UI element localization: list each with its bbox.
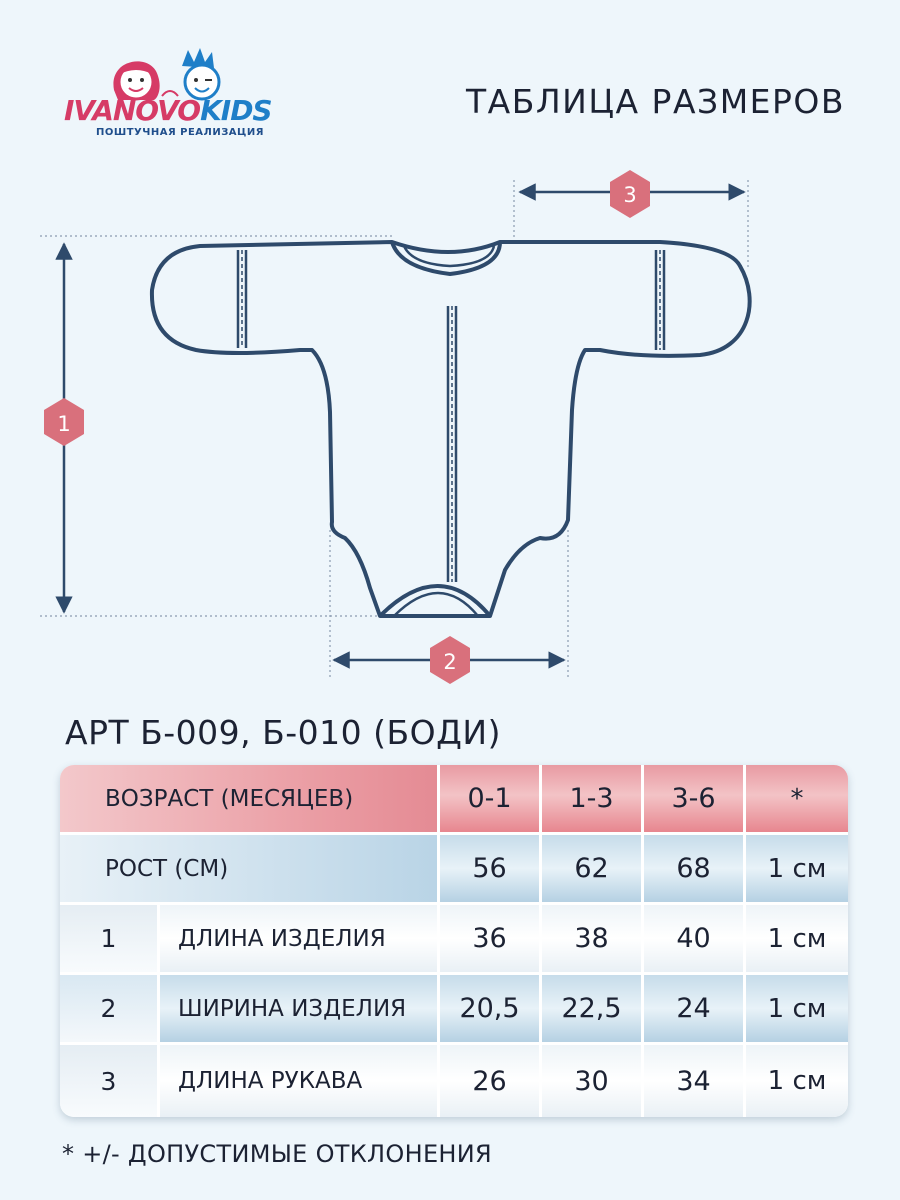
row-2-tolerance: 1 см xyxy=(746,975,848,1045)
girl-face-icon xyxy=(113,61,160,101)
page-title: ТАБЛИЦА РАЗМЕРОВ xyxy=(466,82,846,121)
marker-1-label: 1 xyxy=(57,412,70,436)
row-3-value-0: 26 xyxy=(440,1045,542,1117)
age-header-label: ВОЗРАСТ (МЕСЯЦЕВ) xyxy=(60,765,440,835)
row-1-label: ДЛИНА ИЗДЕЛИЯ xyxy=(160,905,440,975)
marker-3: 3 xyxy=(610,170,650,218)
bodysuit-diagram: 1 2 3 xyxy=(40,170,752,684)
row-2-value-1: 22,5 xyxy=(542,975,644,1045)
row-2-value-0: 20,5 xyxy=(440,975,542,1045)
size-table: ВОЗРАСТ (МЕСЯЦЕВ) 0-1 1-3 3-6 * РОСТ (СМ… xyxy=(60,765,848,1117)
row-2-label: ШИРИНА ИЗДЕЛИЯ xyxy=(160,975,440,1045)
age-column-2: 3-6 xyxy=(644,765,746,835)
row-3-label: ДЛИНА РУКАВА xyxy=(160,1045,440,1117)
row-1-value-2: 40 xyxy=(644,905,746,975)
row-1-index: 1 xyxy=(60,905,160,975)
marker-2: 2 xyxy=(430,636,470,684)
brand-logo: IVANOVOKIDS ПОШТУЧНАЯ РЕАЛИЗАЦИЯ xyxy=(62,38,302,148)
age-column-1: 1-3 xyxy=(542,765,644,835)
row-1-tolerance: 1 см xyxy=(746,905,848,975)
height-value-2: 68 xyxy=(644,835,746,905)
guide-lines xyxy=(40,180,749,680)
row-3-index: 3 xyxy=(60,1045,160,1117)
row-3-value-2: 34 xyxy=(644,1045,746,1117)
height-value-1: 62 xyxy=(542,835,644,905)
height-value-0: 56 xyxy=(440,835,542,905)
brand-name-part1: IVANOVO xyxy=(64,94,201,127)
article-heading: АРТ Б-009, Б-010 (БОДИ) xyxy=(65,713,501,752)
age-column-0: 0-1 xyxy=(440,765,542,835)
tolerance-header: * xyxy=(746,765,848,835)
boy-face-icon xyxy=(182,48,221,101)
row-1-value-0: 36 xyxy=(440,905,542,975)
marker-3-label: 3 xyxy=(623,183,636,207)
row-2-index: 2 xyxy=(60,975,160,1045)
kids-faces-icon xyxy=(113,48,221,101)
stitching xyxy=(236,250,666,582)
row-1-value-1: 38 xyxy=(542,905,644,975)
tolerance-footnote: * +/- ДОПУСТИМЫЕ ОТКЛОНЕНИЯ xyxy=(62,1140,492,1168)
marker-1: 1 xyxy=(44,398,84,446)
height-tolerance: 1 см xyxy=(746,835,848,905)
brand-name-part2: KIDS xyxy=(200,94,273,127)
bodysuit-outline xyxy=(149,240,752,618)
brand-tagline: ПОШТУЧНАЯ РЕАЛИЗАЦИЯ xyxy=(96,127,264,138)
row-2-value-2: 24 xyxy=(644,975,746,1045)
row-3-value-1: 30 xyxy=(542,1045,644,1117)
height-label: РОСТ (СМ) xyxy=(60,835,440,905)
row-3-tolerance: 1 см xyxy=(746,1045,848,1117)
marker-2-label: 2 xyxy=(443,650,456,674)
brand-wordmark: IVANOVOKIDS xyxy=(64,94,273,127)
